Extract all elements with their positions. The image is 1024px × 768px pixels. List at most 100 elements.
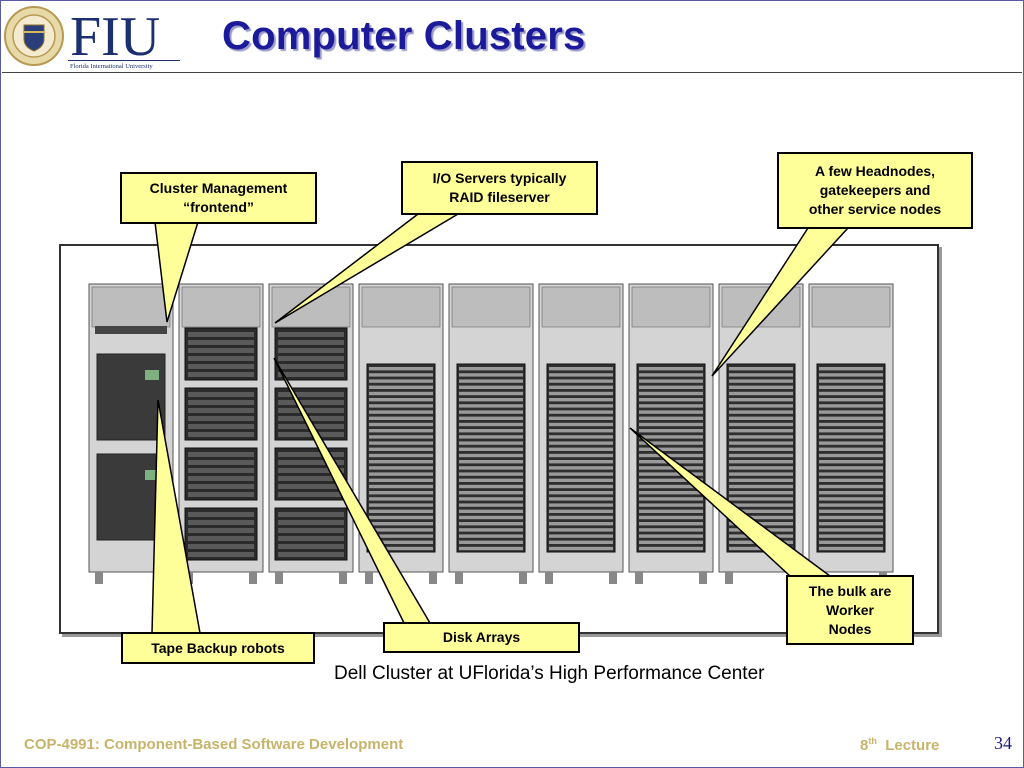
rack-foot (365, 572, 373, 584)
node-blade (549, 379, 613, 383)
node-blade (729, 398, 793, 402)
node-blade (819, 447, 883, 451)
node-blade (459, 429, 523, 433)
node-blade (729, 391, 793, 396)
node-blade (549, 398, 613, 402)
node-blade (369, 447, 433, 451)
node-blade (549, 509, 613, 513)
node-blade (729, 367, 793, 371)
node-blade (369, 391, 433, 396)
node-blade (819, 429, 883, 433)
node-blade (369, 404, 433, 408)
node-blade (639, 404, 703, 408)
node-blade (369, 484, 433, 489)
rack-foot (275, 572, 283, 584)
node-blade (639, 367, 703, 371)
node-blade (729, 497, 793, 501)
node-blade (369, 528, 433, 532)
node-blade (369, 522, 433, 526)
disk-slot (278, 332, 344, 337)
node-blade (729, 528, 793, 532)
disk-slot (278, 476, 344, 481)
node-blade (729, 379, 793, 383)
node-blade (369, 509, 433, 513)
node-blade (549, 447, 613, 451)
node-blade (639, 441, 703, 445)
node-blade (549, 503, 613, 507)
node-blade (459, 373, 523, 377)
node-blade (549, 484, 613, 489)
node-blade (549, 491, 613, 495)
node-blade (369, 385, 433, 389)
node-blade (639, 466, 703, 470)
node-blade (639, 435, 703, 439)
node-blade (459, 534, 523, 538)
node-blade (819, 522, 883, 526)
node-blade (639, 491, 703, 495)
tape-display (145, 370, 159, 380)
node-blade (819, 503, 883, 507)
disk-slot (278, 536, 344, 541)
node-blade (729, 484, 793, 489)
node-blade (549, 410, 613, 414)
node-blade (639, 416, 703, 420)
node-blade (819, 435, 883, 439)
node-blade (729, 515, 793, 520)
node-blade (729, 491, 793, 495)
node-blade (729, 503, 793, 507)
callout-disk-arrays: Disk Arrays (383, 622, 580, 653)
node-blade (549, 453, 613, 458)
node-blade (369, 460, 433, 464)
node-blade (639, 422, 703, 427)
node-blade (549, 435, 613, 439)
node-blade (459, 422, 523, 427)
node-blade (819, 460, 883, 464)
node-blade (819, 472, 883, 476)
node-blade (639, 379, 703, 383)
rack-foot (249, 572, 257, 584)
rack-foot (519, 572, 527, 584)
node-blade (729, 472, 793, 476)
node-blade (639, 472, 703, 476)
slide-title: Computer Clusters (222, 14, 586, 58)
disk-slot (188, 468, 254, 473)
header-divider (2, 72, 1022, 73)
node-blade (369, 546, 433, 551)
node-blade (819, 422, 883, 427)
disk-slot (278, 492, 344, 497)
node-blade (819, 491, 883, 495)
node-blade (459, 497, 523, 501)
rack-top-panel (721, 286, 801, 328)
node-blade (639, 509, 703, 513)
rack-foot (699, 572, 707, 584)
node-blade (819, 441, 883, 445)
rack-foot (159, 572, 167, 584)
lecture-suffix: th (868, 736, 877, 746)
node-blade (459, 472, 523, 476)
node-blade (819, 546, 883, 551)
node-blade (729, 540, 793, 544)
node-blade (819, 478, 883, 482)
node-blade (819, 373, 883, 377)
node-blade (369, 422, 433, 427)
disk-slot (278, 416, 344, 421)
node-stack (456, 363, 526, 553)
node-blade (639, 373, 703, 377)
node-blade (819, 528, 883, 532)
node-blade (819, 404, 883, 408)
node-blade (729, 460, 793, 464)
rack-foot (725, 572, 733, 584)
disk-slot (278, 392, 344, 397)
node-blade (459, 466, 523, 470)
node-blade (369, 410, 433, 414)
rack-foot (95, 572, 103, 584)
node-blade (549, 460, 613, 464)
tape-unit (96, 353, 166, 441)
node-blade (549, 528, 613, 532)
disk-slot (278, 348, 344, 353)
node-blade (369, 472, 433, 476)
disk-slot (278, 528, 344, 533)
node-blade (459, 435, 523, 439)
node-blade (819, 379, 883, 383)
node-blade (639, 478, 703, 482)
